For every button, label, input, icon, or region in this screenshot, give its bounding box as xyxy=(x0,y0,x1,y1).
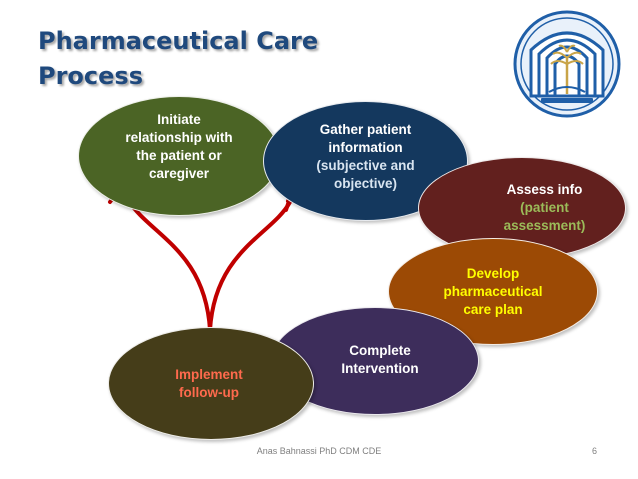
step-subtext: (patient xyxy=(520,200,569,215)
step-initiate-relationship: Initiate relationship with the patient o… xyxy=(78,96,280,216)
step-text: the patient or xyxy=(136,148,222,163)
step-text: pharmaceutical xyxy=(443,283,543,299)
step-text: Develop xyxy=(466,265,520,281)
step-text: relationship with xyxy=(125,130,233,145)
title-line-1: Pharmaceutical Care xyxy=(38,27,319,55)
arrow-to-initiate xyxy=(126,198,212,332)
university-crest-icon xyxy=(513,10,621,118)
step-text: Complete xyxy=(349,343,411,358)
page-number: 6 xyxy=(592,446,598,456)
step-text: caregiver xyxy=(148,166,210,181)
step-text: Assess info xyxy=(506,182,583,197)
arrow-to-gather xyxy=(208,200,292,332)
title-line-2: Process xyxy=(38,62,143,90)
step-subtext: assessment) xyxy=(503,218,586,233)
step-text: Implement xyxy=(175,366,243,382)
slide-title: Pharmaceutical Care Process xyxy=(38,24,318,94)
step-text: follow-up xyxy=(179,384,239,400)
step-implement-follow-up: Implement follow-up xyxy=(108,327,314,440)
step-subtext: (subjective and xyxy=(316,158,415,173)
footer-author: Anas Bahnassi PhD CDM CDE xyxy=(256,446,382,456)
step-subtext: objective) xyxy=(333,176,398,191)
step-text: information xyxy=(328,140,403,155)
step-develop-care-plan: Develop pharmaceutical care plan xyxy=(388,238,598,345)
step-text: Gather patient xyxy=(319,122,412,137)
step-text: Initiate xyxy=(157,112,201,127)
step-text: Intervention xyxy=(341,361,419,376)
step-text: care plan xyxy=(463,301,523,317)
